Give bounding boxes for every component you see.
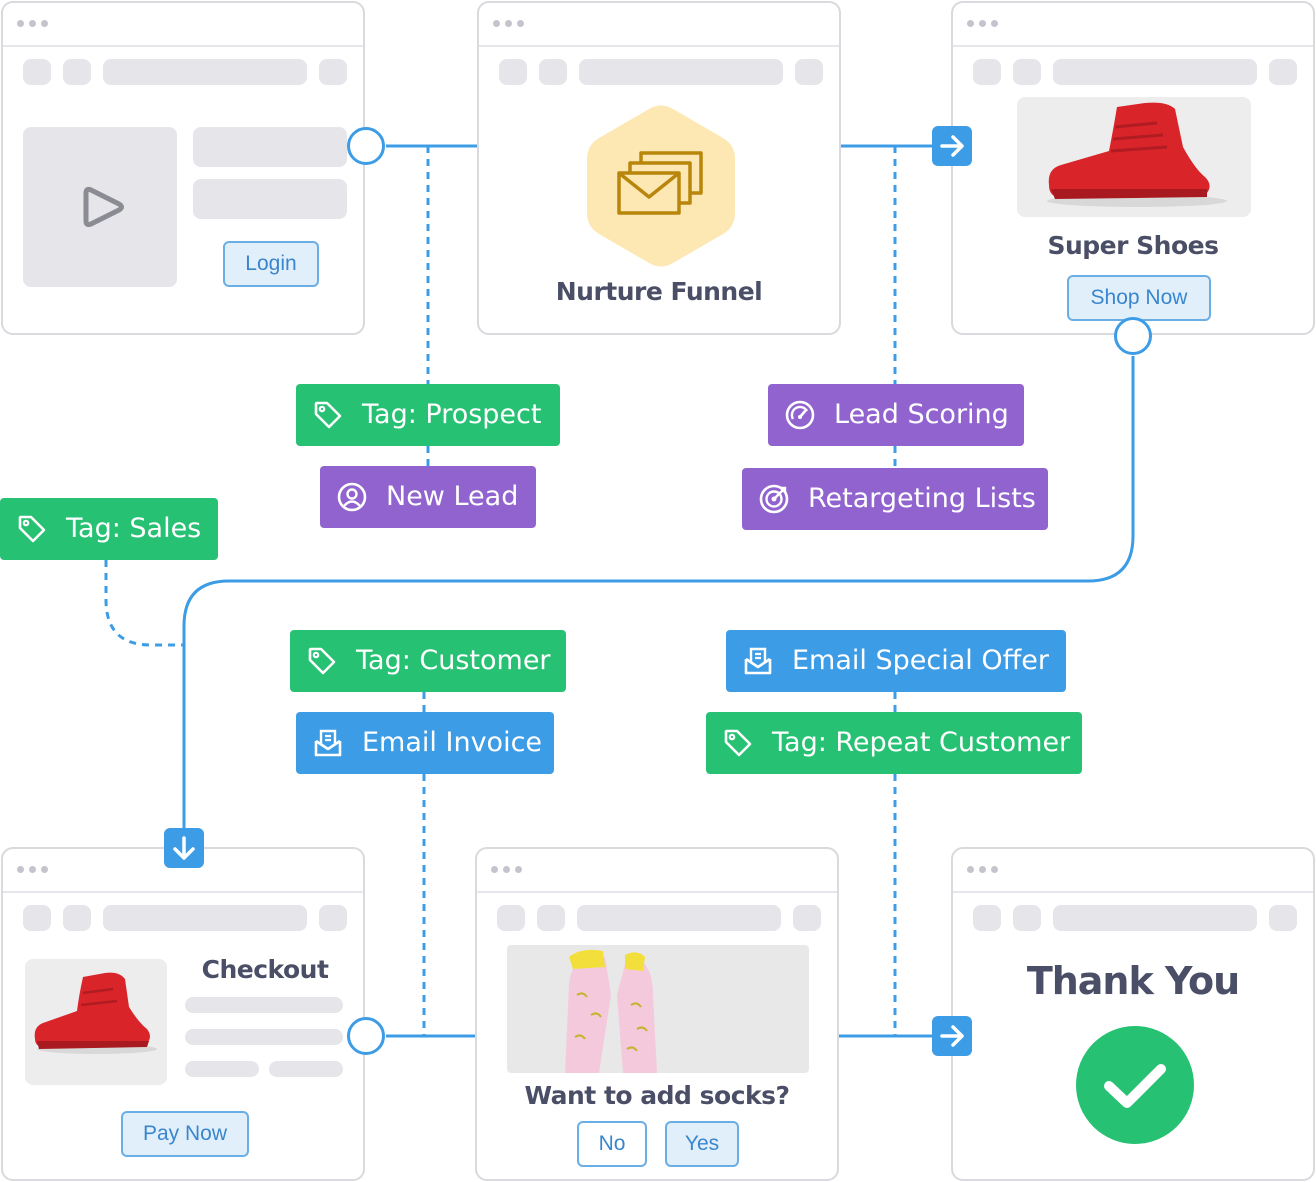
text-line-placeholder	[193, 179, 347, 219]
target-icon	[759, 484, 789, 514]
socks-photo	[507, 945, 809, 1073]
window-nav-placeholder	[23, 59, 347, 85]
user-circle-icon	[337, 482, 367, 512]
tag-label: New Lead	[386, 481, 519, 512]
window-titlebar	[953, 849, 1313, 893]
text-line-placeholder	[269, 1061, 343, 1077]
window-nav-placeholder	[973, 59, 1297, 85]
envelopes-hexagon-icon	[587, 105, 735, 267]
window-dots-icon	[491, 866, 537, 874]
product-page-window: Super Shoes Shop Now	[951, 1, 1315, 335]
upsell-question: Want to add socks?	[524, 1081, 790, 1110]
checkmark-success-icon	[1076, 1026, 1194, 1144]
window-titlebar	[953, 3, 1313, 47]
connector-node-checkout[interactable]	[347, 1017, 385, 1055]
email-icon	[314, 729, 342, 757]
red-sneaker-photo	[1017, 97, 1251, 217]
connector-shoes-checkout	[182, 356, 1135, 830]
connector-node-login[interactable]	[347, 127, 385, 165]
window-titlebar	[479, 3, 839, 47]
tag-label: Lead Scoring	[834, 399, 1009, 430]
video-thumbnail[interactable]	[23, 127, 177, 287]
window-dots-icon	[967, 20, 1013, 28]
red-sneaker-photo	[25, 959, 167, 1085]
text-line-placeholder	[185, 1029, 343, 1045]
arrow-down-icon	[164, 828, 204, 868]
tag-label: Tag: Sales	[66, 513, 202, 544]
product-title: Super Shoes	[1047, 231, 1219, 260]
checkout-window: Checkout Pay Now	[1, 847, 365, 1181]
shop-now-button[interactable]: Shop Now	[1067, 275, 1211, 321]
text-line-placeholder	[185, 1061, 259, 1077]
arrow-right-icon	[932, 126, 972, 166]
tag-label: Tag: Repeat Customer	[772, 727, 1071, 758]
window-dots-icon	[17, 866, 63, 874]
tag-email-invoice[interactable]: Email Invoice	[296, 712, 554, 774]
window-dots-icon	[493, 20, 539, 28]
tag-repeat-customer[interactable]: Tag: Repeat Customer	[706, 712, 1082, 774]
thank-you-window: Thank You	[951, 847, 1315, 1181]
tag-label: Tag: Prospect	[362, 399, 542, 430]
tag-icon	[314, 401, 342, 429]
connector-node-shoes[interactable]	[1114, 317, 1152, 355]
pay-now-button[interactable]: Pay Now	[121, 1111, 249, 1157]
play-icon	[83, 186, 124, 228]
window-dots-icon	[967, 866, 1013, 874]
nurture-funnel-title: Nurture Funnel	[555, 277, 763, 306]
text-line-placeholder	[185, 997, 343, 1013]
window-nav-placeholder	[497, 905, 821, 931]
tag-sales[interactable]: Tag: Sales	[0, 498, 218, 560]
yes-button[interactable]: Yes	[665, 1121, 739, 1167]
dashed-sales	[104, 560, 184, 647]
tag-lead-scoring[interactable]: Lead Scoring	[768, 384, 1024, 446]
tag-prospect[interactable]: Tag: Prospect	[296, 384, 560, 446]
tag-label: Retargeting Lists	[808, 483, 1036, 514]
window-nav-placeholder	[23, 905, 347, 931]
nurture-funnel-window: Nurture Funnel	[477, 1, 841, 335]
tag-label: Tag: Customer	[356, 645, 551, 676]
login-button[interactable]: Login	[223, 241, 319, 287]
email-icon	[744, 647, 772, 675]
upsell-window: Want to add socks? No Yes	[475, 847, 839, 1181]
tag-icon	[308, 647, 336, 675]
window-titlebar	[3, 849, 363, 893]
tag-new-lead[interactable]: New Lead	[320, 466, 536, 528]
tag-email-special-offer[interactable]: Email Special Offer	[726, 630, 1066, 692]
tag-customer[interactable]: Tag: Customer	[290, 630, 566, 692]
tag-retargeting-lists[interactable]: Retargeting Lists	[742, 468, 1048, 530]
gauge-icon	[785, 400, 815, 430]
tag-label: Email Invoice	[362, 727, 543, 758]
checkout-title: Checkout	[201, 955, 329, 984]
no-button[interactable]: No	[577, 1121, 647, 1167]
thank-you-title: Thank You	[1026, 959, 1240, 1003]
login-page-window: Login	[1, 1, 365, 335]
window-titlebar	[477, 849, 837, 893]
arrow-right-icon	[932, 1016, 972, 1056]
window-nav-placeholder	[973, 905, 1297, 931]
window-dots-icon	[17, 20, 63, 28]
tag-icon	[724, 729, 752, 757]
tag-label: Email Special Offer	[792, 645, 1049, 676]
window-titlebar	[3, 3, 363, 47]
text-line-placeholder	[193, 127, 347, 167]
window-nav-placeholder	[499, 59, 823, 85]
tag-icon	[18, 515, 46, 543]
